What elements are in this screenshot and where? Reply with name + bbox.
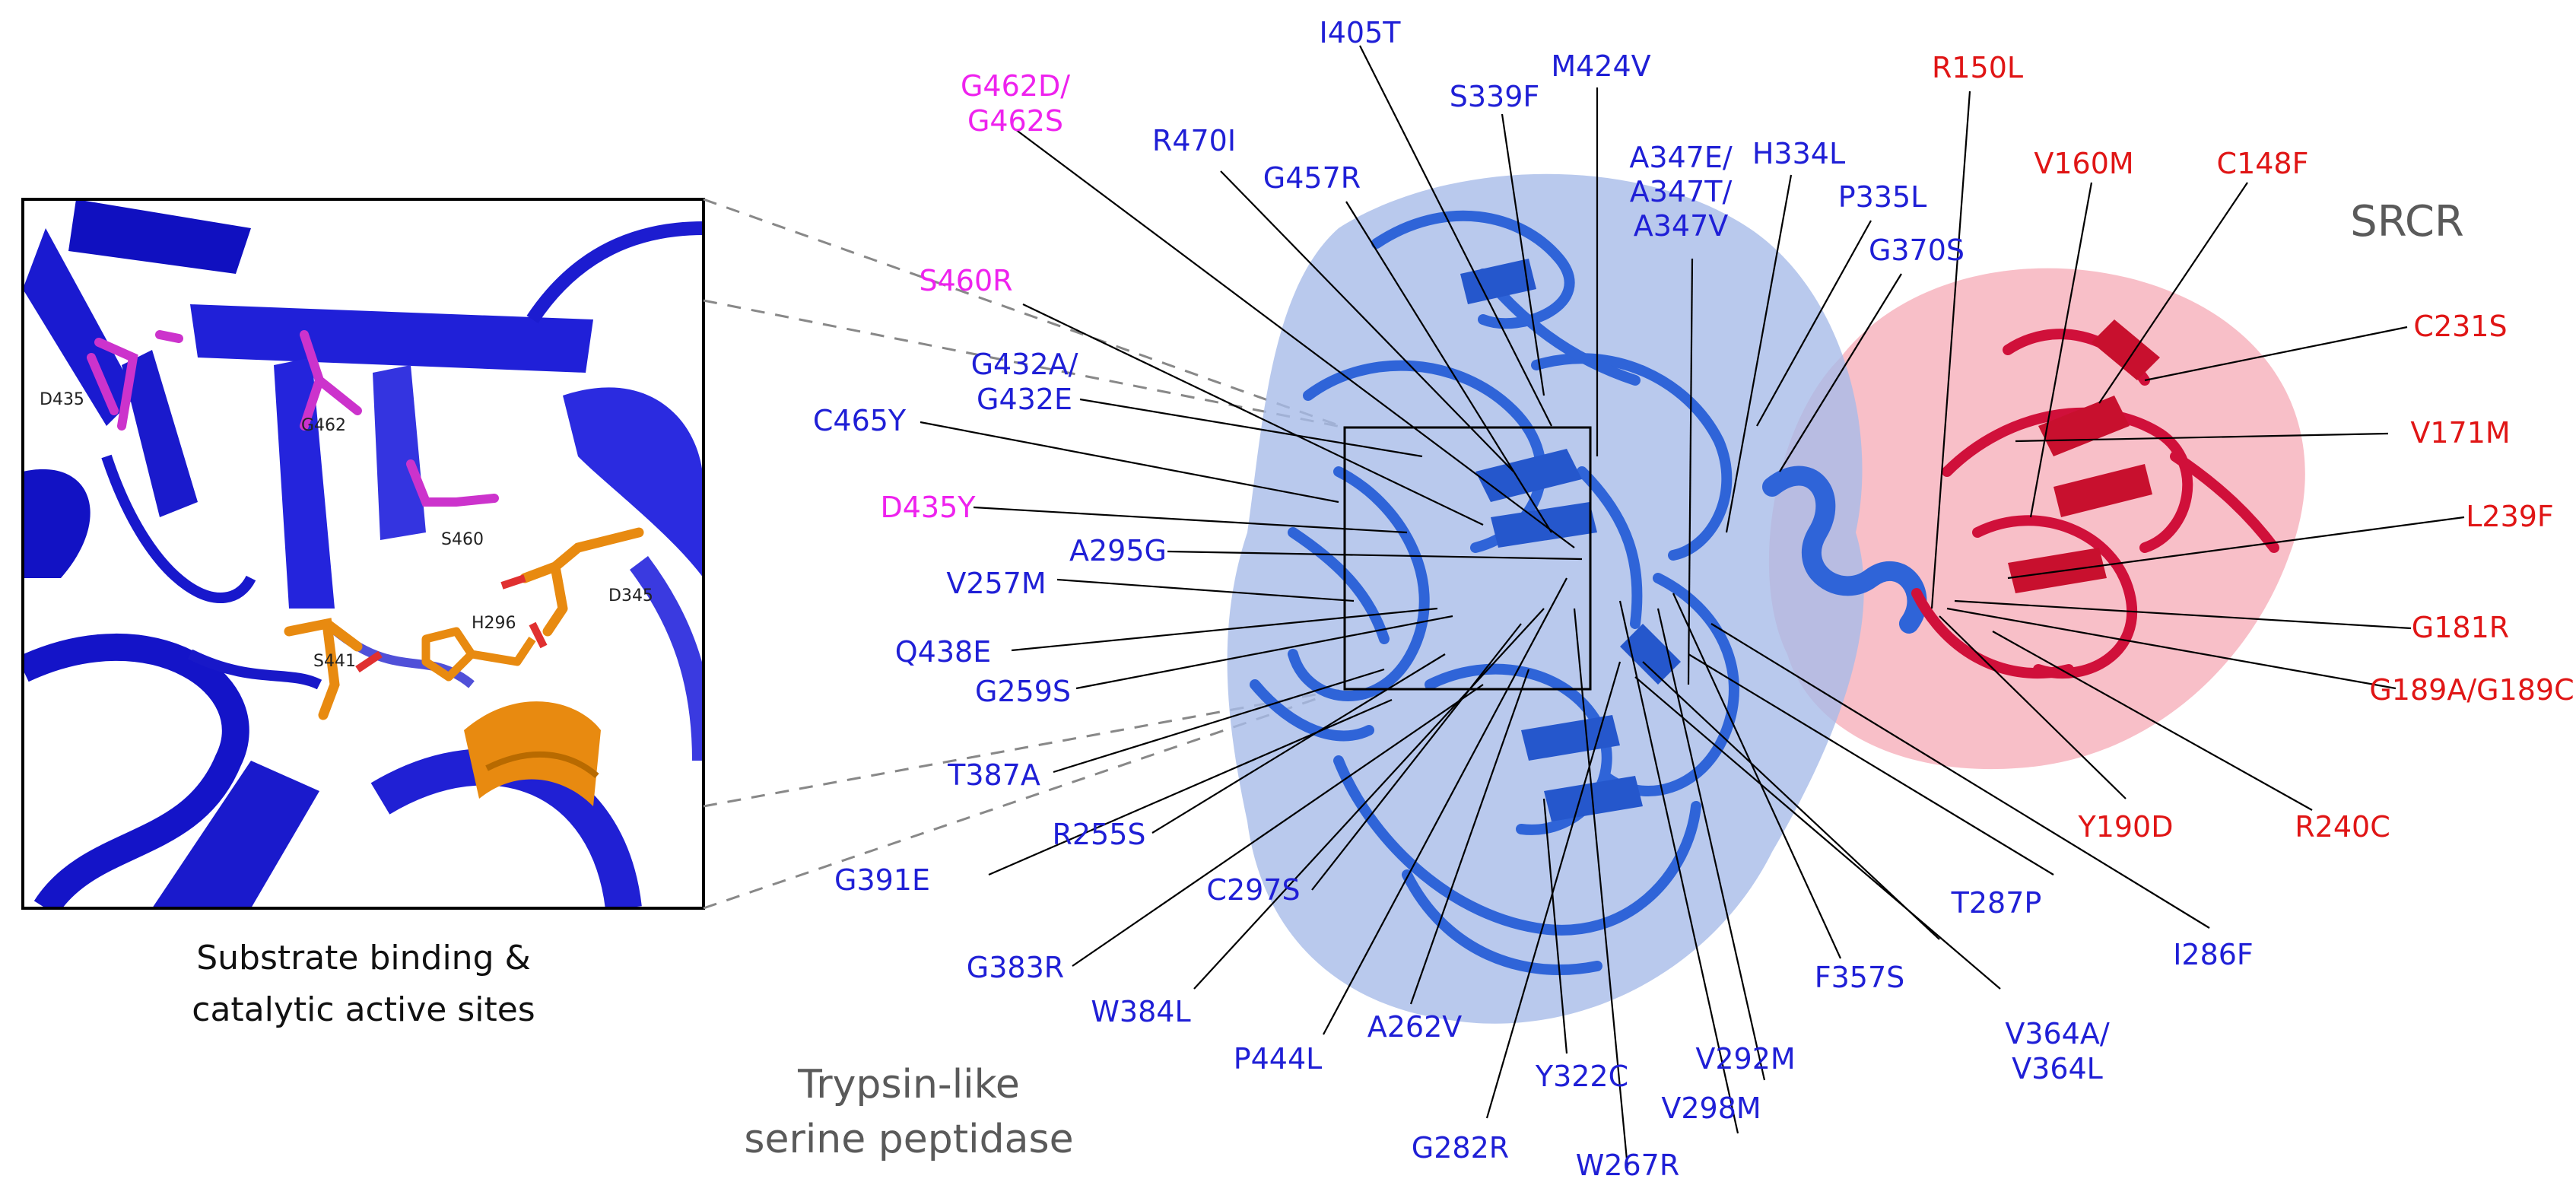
mutation-label-h334l: H334L [1752,137,1845,170]
inset-frame [21,198,705,910]
mutation-label-s339f: S339F [1450,80,1540,113]
mutation-label-g462-line2: G462S [967,104,1063,138]
inset-caption-line2: catalytic active sites [192,990,535,1029]
residue-label-s441: S441 [313,652,356,671]
peptidase-domain-title-line1: Trypsin-like [797,1062,1020,1107]
mutation-label-r470i: R470I [1152,124,1236,157]
mutation-label-v364-line2: V364L [2012,1052,2103,1085]
mutation-label-i405t: I405T [1320,16,1402,49]
mutation-label-p335l: P335L [1838,180,1927,214]
mutation-label-t387a: T387A [947,758,1040,792]
peptidase-ribbons [1250,210,1739,975]
mutation-label-v171m: V171M [2410,416,2510,450]
residue-label-g462: G462 [301,416,346,435]
mutation-label-a262v: A262V [1367,1010,1463,1044]
active-site-mutation-labels: G462D/ G462S S460R D435Y [880,69,1070,524]
mutation-label-g189: G189A/G189C [2369,673,2574,707]
mutation-label-y190d: Y190D [2077,810,2173,844]
mutation-label-l239f: L239F [2466,500,2554,533]
mutation-label-a295g: A295G [1069,534,1167,567]
mutation-label-a347-line2: A347T/ [1630,175,1733,208]
peptidase-sheets [1460,259,1681,821]
mutation-label-f357s: F357S [1815,961,1905,994]
residue-label-h296: H296 [472,614,516,633]
mutation-label-a347-line3: A347V [1634,209,1729,243]
mutation-label-w384l: W384L [1091,995,1190,1028]
zoom-box [1343,426,1592,691]
mutation-label-r150l: R150L [1932,51,2023,84]
mutation-label-s460r: S460R [919,264,1012,297]
mutation-label-g432-line1: G432A/ [971,348,1078,381]
residue-label-d435: D435 [40,390,84,409]
mutation-label-v160m: V160M [2034,147,2133,180]
protein-structure [1227,173,2305,1024]
mutation-label-t287p: T287P [1951,886,2042,920]
peptidase-surface [1227,173,1864,1024]
mutation-label-a347-line1: A347E/ [1629,141,1733,174]
mutation-label-y322c: Y322C [1535,1060,1628,1093]
mutation-label-c231s: C231S [2413,310,2507,343]
mutation-label-c148f: C148F [2217,147,2309,180]
mutation-label-i286f: I286F [2173,938,2254,971]
mutation-label-g383r: G383R [967,951,1064,984]
residue-label-d345: D345 [608,586,653,605]
residue-label-s460: S460 [441,530,484,549]
mutation-label-v292m: V292M [1695,1042,1795,1076]
inset-panel: D435 G462 S460 D345 H296 S441 Substrate … [21,198,705,1029]
mutation-label-g432-line2: G432E [977,383,1072,416]
mutation-label-p444l: P444L [1234,1042,1323,1076]
peptidase-mutation-labels: I405T S339F M424V A347E/ A347T/ A347V H3… [813,16,2254,1179]
mutation-label-g391e: G391E [834,863,930,897]
srcr-mutation-labels: R150L V160M C148F C231S V171M L239F G181… [1932,51,2574,844]
mutation-label-c465y: C465Y [813,404,907,437]
mutation-label-g370s: G370S [1869,234,1965,267]
mutation-label-g457r: G457R [1263,161,1361,195]
mutation-label-g282r: G282R [1412,1131,1509,1165]
mutation-label-g259s: G259S [975,675,1071,708]
mutation-label-g462-line1: G462D/ [961,69,1070,103]
mutation-label-v298m: V298M [1661,1092,1761,1125]
srcr-sheets [2008,319,2160,593]
srcr-domain-title: SRCR [2350,197,2464,246]
mutation-label-q438e: Q438E [895,635,991,669]
inset-structure [23,199,704,908]
mutation-label-d435y: D435Y [880,491,976,524]
mutation-label-r255s: R255S [1052,818,1145,851]
inset-caption-line1: Substrate binding & [196,939,531,977]
peptidase-domain-title-line2: serine peptidase [744,1117,1073,1162]
mutation-label-w267r: W267R [1576,1149,1680,1179]
mutation-label-r240c: R240C [2295,810,2390,844]
mutation-label-v257m: V257M [946,567,1046,600]
mutation-label-g181r: G181R [2412,611,2509,644]
leader-lines [920,45,2465,1168]
mutation-label-v364-line1: V364A/ [2005,1017,2110,1050]
srcr-ribbons [1911,329,2279,679]
linker-helix [1762,466,1927,634]
mutation-label-c297s: C297S [1206,873,1300,907]
mutation-label-m424v: M424V [1551,49,1650,83]
